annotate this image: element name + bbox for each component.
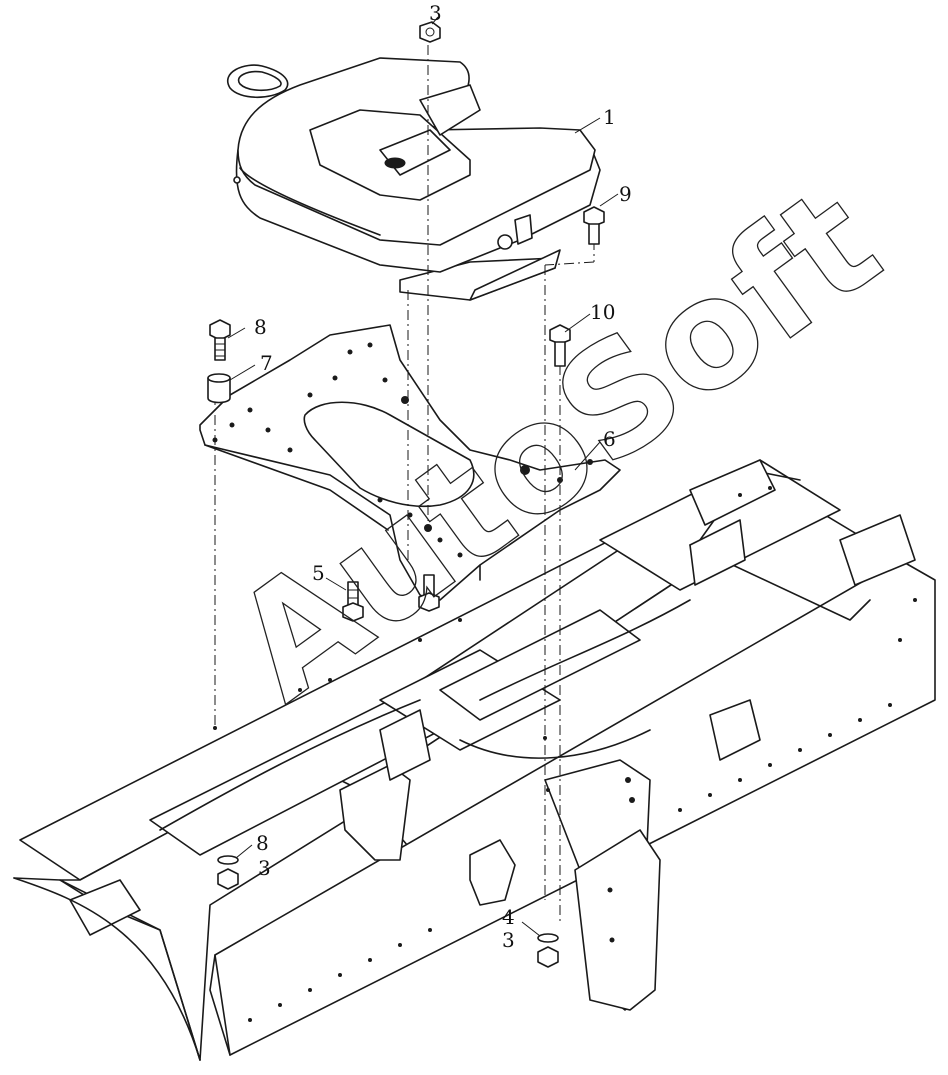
- callout-6: 7: [260, 351, 273, 375]
- callout-8-left: 8: [256, 831, 269, 855]
- callout-8-bottom: 4: [502, 905, 515, 929]
- fasteners: [207, 21, 605, 968]
- leader-lines: [227, 16, 619, 937]
- callout-5: 6: [603, 427, 616, 451]
- assembly-centerlines: [214, 45, 595, 925]
- callout-labels: 3 1 9 10 8 7 6 5 8 3 4 3: [254, 1, 632, 952]
- fifth-wheel-coupling: [227, 57, 601, 301]
- callout-1: 1: [603, 105, 616, 129]
- callout-9: 9: [619, 182, 632, 206]
- chassis-frame: [13, 459, 936, 1061]
- callout-3-left: 3: [258, 856, 271, 880]
- frame-holes: [213, 486, 917, 1022]
- callout-4: 5: [312, 561, 325, 585]
- callout-10: 10: [590, 300, 615, 324]
- callout-3-top: 3: [429, 1, 442, 25]
- callout-3-bottom: 3: [502, 928, 515, 952]
- callout-7: 8: [254, 315, 267, 339]
- mounting-plate: [199, 324, 621, 601]
